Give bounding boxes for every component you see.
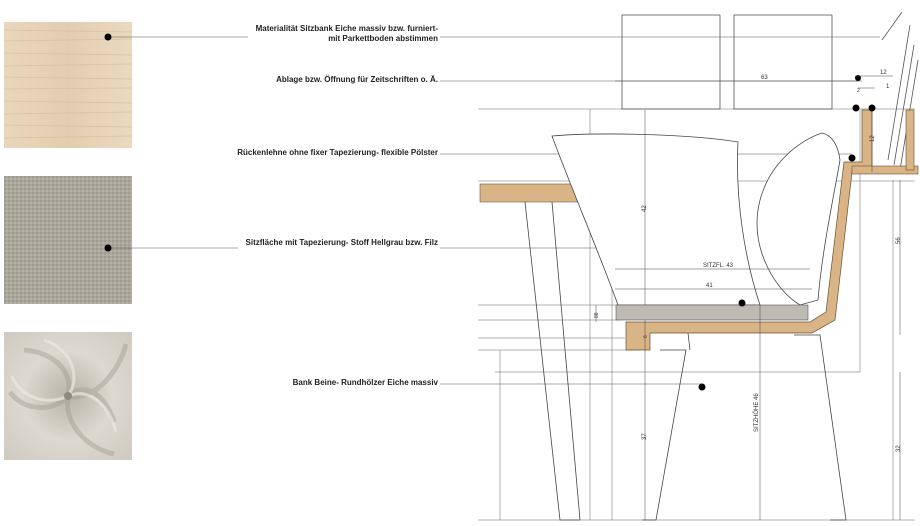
dot-shelf-b bbox=[868, 104, 876, 112]
dot-frame bbox=[852, 104, 860, 112]
label-shelf: Ablage bzw. Öffnung für Zeitschriften o.… bbox=[276, 75, 438, 85]
dot-felt-swatch bbox=[104, 244, 112, 252]
dot-shelf-a bbox=[855, 75, 861, 81]
dim-42: 42 bbox=[642, 205, 648, 212]
label-legs: Bank Beine- Rundhölzer Eiche massiv bbox=[293, 378, 438, 388]
back-pillow-left bbox=[551, 133, 761, 306]
label-cushion: Rückenlehne ohne fixer Tapezierung- flex… bbox=[237, 148, 438, 158]
oak-wood-swatch bbox=[4, 22, 132, 148]
label-wood-line-2: mit Parkettboden abstimmen bbox=[328, 34, 438, 43]
label-cushion-line-1: Rückenlehne ohne fixer Tapezierung- flex… bbox=[237, 148, 438, 157]
dim-12-top: 12 bbox=[880, 70, 887, 76]
back-pillow-right bbox=[756, 132, 841, 306]
dim-63: 63 bbox=[761, 75, 768, 81]
label-wood: Materialität Sitzbank Eiche massiv bzw. … bbox=[256, 24, 438, 44]
label-seat: Sitzfläche mit Tapezierung- Stoff Hellgr… bbox=[246, 238, 438, 248]
shelf-board bbox=[851, 165, 919, 175]
dim-seat-height: SITZHÖHE 46 bbox=[753, 393, 760, 432]
label-shelf-line-1: Ablage bzw. Öffnung für Zeitschriften o.… bbox=[276, 75, 438, 84]
table-legs bbox=[524, 201, 581, 521]
dim-56: 56 bbox=[896, 237, 902, 244]
dimension-lines bbox=[595, 75, 901, 520]
dot-seat bbox=[738, 299, 746, 307]
callout-dots bbox=[104, 33, 876, 391]
dim-6: 6 bbox=[643, 335, 649, 338]
swirl-fabric-swatch bbox=[4, 332, 132, 460]
dim-88: 88 bbox=[594, 312, 600, 318]
dim-41: 41 bbox=[706, 283, 713, 289]
dim-1: 1 bbox=[886, 84, 890, 90]
dot-wood-swatch bbox=[104, 33, 112, 41]
dot-legs bbox=[698, 383, 706, 391]
dim-32: 32 bbox=[896, 445, 902, 452]
felt-fabric-swatch bbox=[4, 176, 132, 304]
dot-cushion bbox=[848, 154, 856, 162]
label-seat-line-1: Sitzfläche mit Tapezierung- Stoff Hellgr… bbox=[245, 238, 438, 247]
magazine-boxes bbox=[621, 11, 919, 171]
shelf-end bbox=[905, 109, 915, 171]
seat-pad bbox=[615, 304, 809, 321]
dim-37: 37 bbox=[642, 433, 648, 440]
dim-2: 2 bbox=[857, 88, 860, 94]
dim-12-side: 12 bbox=[870, 135, 876, 142]
dim-seat-depth: SITZFL. 43 bbox=[703, 263, 734, 269]
bench-legs bbox=[642, 332, 847, 521]
label-wood-line-1: Materialität Sitzbank Eiche massiv bzw. … bbox=[255, 24, 438, 33]
label-legs-line-1: Bank Beine- Rundhölzer Eiche massiv bbox=[292, 378, 438, 387]
